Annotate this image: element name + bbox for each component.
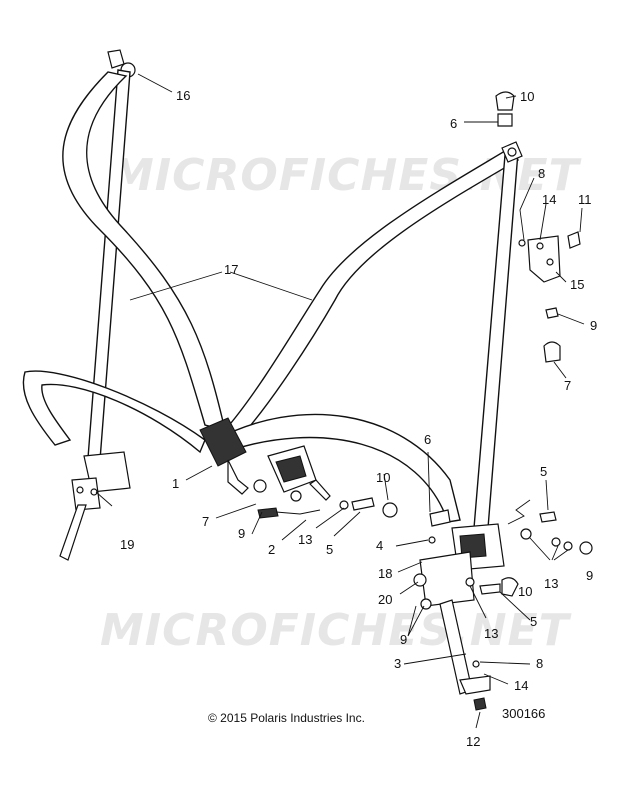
callout-13-bottom: 13 [484, 626, 499, 641]
callout-4: 4 [376, 538, 384, 553]
belt-lap-left [22, 370, 206, 454]
watermark-bottom: MICROFICHES.NET [100, 605, 570, 656]
callout-9-right: 9 [586, 568, 594, 583]
callout-3: 3 [394, 656, 402, 671]
belt-left-loop [62, 71, 226, 431]
callout-8-bottom: 8 [536, 656, 544, 671]
callout-12: 12 [466, 734, 481, 749]
callout-5-right: 5 [540, 464, 548, 479]
callout-14-bottom: 14 [514, 678, 529, 693]
callout-6-top: 6 [450, 116, 458, 131]
callout-9-bottom: 9 [400, 632, 408, 647]
callout-16: 16 [176, 88, 191, 103]
callout-11: 11 [578, 192, 592, 207]
callout-19: 19 [120, 537, 135, 552]
callout-7-right: 7 [564, 378, 572, 393]
callout-10-top: 10 [520, 89, 535, 104]
tongue-2 [267, 445, 398, 518]
callout-18: 18 [378, 566, 393, 581]
leader-lines [95, 73, 585, 729]
callout-20: 20 [378, 592, 393, 607]
callout-13-right: 13 [544, 576, 559, 591]
copyright-text: © 2015 Polaris Industries Inc. [208, 711, 365, 725]
callout-15: 15 [570, 277, 585, 292]
connector-9 [257, 507, 279, 519]
buckle-center [199, 417, 267, 495]
callout-14-top: 14 [542, 192, 557, 207]
diagram-number: 300166 [502, 706, 546, 721]
callout-10-mid: 10 [376, 470, 391, 485]
belt-lower-diagonal [213, 413, 461, 523]
callout-2: 2 [268, 542, 276, 557]
retractor-right [413, 509, 519, 610]
callout-9-left: 9 [238, 526, 246, 541]
bracket-upper-right [518, 231, 581, 363]
callout-7-left: 7 [202, 514, 210, 529]
belt-center-rise [223, 147, 519, 441]
bracket-lower [439, 599, 491, 711]
retractor-left [59, 451, 131, 561]
callout-1: 1 [172, 476, 180, 491]
callout-13-left: 13 [298, 532, 313, 547]
callout-6-mid: 6 [424, 432, 432, 447]
callout-9-upper: 9 [590, 318, 598, 333]
upper-anchor-right [495, 91, 523, 163]
callout-8-top: 8 [538, 166, 546, 181]
callout-5-bottom: 5 [530, 614, 538, 629]
callout-10-bottom: 10 [518, 584, 533, 599]
belt-right-vertical [473, 151, 519, 529]
callout-5-mid: 5 [326, 542, 334, 557]
right-hardware [507, 499, 593, 555]
callout-17: 17 [224, 262, 239, 277]
